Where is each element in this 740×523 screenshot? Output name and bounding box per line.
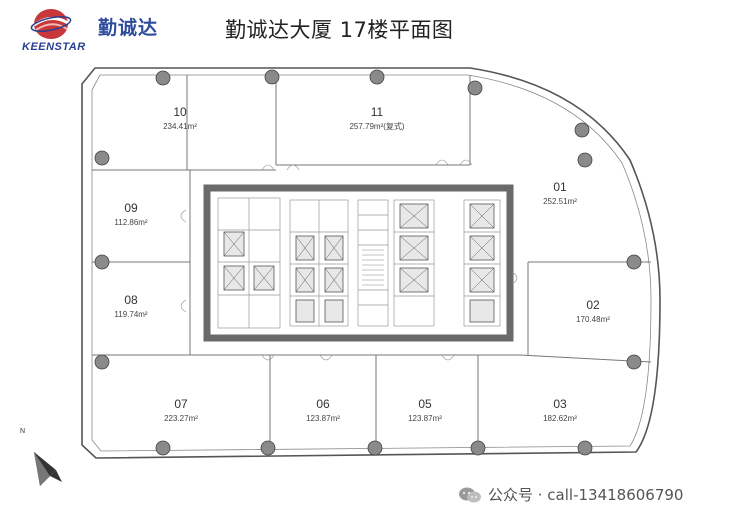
brand-name: 勤诚达	[98, 17, 159, 39]
unit-01-label: 01	[553, 180, 567, 194]
watermark: 公众号 · call-13418606790	[458, 484, 683, 505]
keenstar-logo-icon	[30, 9, 72, 39]
unit-01-area: 252.51m²	[543, 197, 577, 206]
unit-09-area: 112.86m²	[114, 218, 148, 227]
building-outline	[81, 67, 661, 459]
north-arrow-icon	[34, 452, 62, 486]
unit-02-label: 02	[586, 298, 600, 312]
building-core	[203, 184, 514, 342]
unit-06-area: 123.87m²	[306, 414, 340, 423]
logo-wordmark: KEENSTAR	[22, 41, 86, 53]
unit-11-area: 257.79m²(复式)	[349, 121, 404, 131]
unit-05-area: 123.87m²	[408, 414, 442, 423]
unit-07-area: 223.27m²	[164, 414, 198, 423]
unit-06-label: 06	[316, 397, 330, 411]
unit-03-area: 182.62m²	[543, 414, 577, 423]
unit-07-label: 07	[174, 397, 188, 411]
structural-columns	[94, 69, 642, 456]
wechat-icon	[459, 487, 481, 502]
unit-03-label: 03	[553, 397, 567, 411]
partition-walls	[92, 75, 652, 451]
unit-10-label: 10	[173, 105, 187, 119]
unit-11-label: 11	[371, 105, 384, 119]
watermark-text: 公众号 · call-13418606790	[488, 486, 684, 504]
door-swings	[180, 159, 518, 361]
unit-09-label: 09	[124, 201, 138, 215]
unit-05-label: 05	[418, 397, 432, 411]
page-title: 勤诚达大厦 17楼平面图	[225, 18, 454, 42]
building-outline-inner	[91, 74, 652, 452]
unit-10-area: 234.41m²	[163, 122, 197, 131]
unit-02-area: 170.48m²	[576, 315, 610, 324]
unit-08-area: 119.74m²	[114, 310, 148, 319]
unit-08-label: 08	[124, 293, 138, 307]
north-label: N	[20, 428, 26, 435]
